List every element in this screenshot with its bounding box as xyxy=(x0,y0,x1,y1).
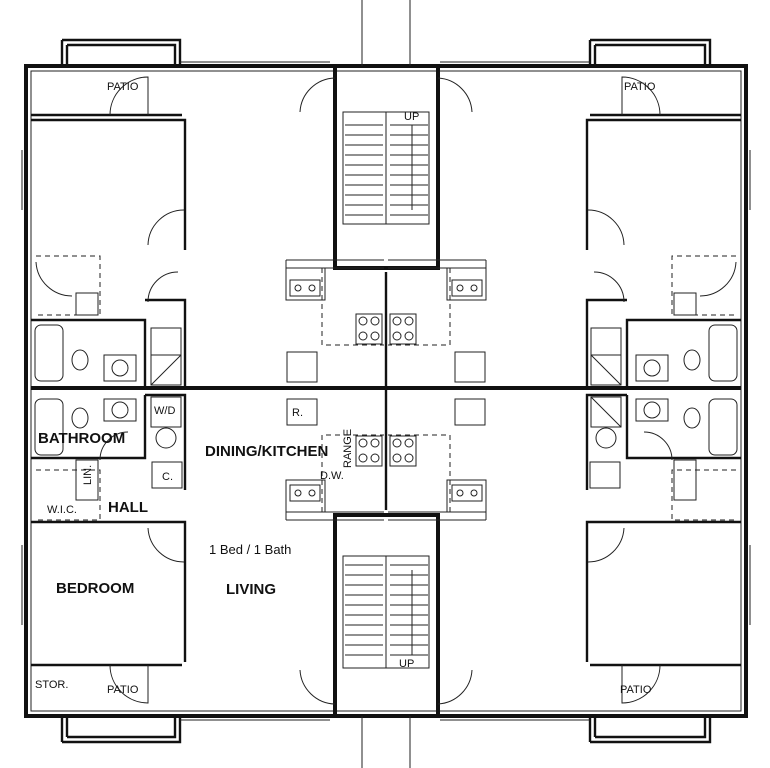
stairwells xyxy=(299,0,473,768)
unit-type-caption: 1 Bed / 1 Bath xyxy=(209,542,291,557)
stair-up-label-top: UP xyxy=(404,111,419,123)
closet-label: C. xyxy=(162,471,173,483)
living-label: LIVING xyxy=(226,581,276,598)
dining-kitchen-label: DINING/KITCHEN xyxy=(205,443,328,460)
storage-label: STOR. xyxy=(35,679,68,691)
exterior-walls xyxy=(24,38,748,744)
dishwasher-label: D.W. xyxy=(320,470,344,482)
refrigerator-label: R. xyxy=(292,407,303,419)
patio-label-br: PATIO xyxy=(620,684,652,696)
washer-dryer-label: W/D xyxy=(154,405,175,417)
linen-label: LIN. xyxy=(82,465,94,485)
patio-label-bl: PATIO xyxy=(107,684,139,696)
range-label: RANGE xyxy=(342,429,354,468)
kitchens xyxy=(285,259,487,521)
patios xyxy=(31,76,741,704)
bedroom-label: BEDROOM xyxy=(56,580,134,597)
room-labels: PATIO PATIO PATIO PATIO UP UP BATHROOM D… xyxy=(35,81,656,696)
stair-up-label-bottom: UP xyxy=(399,658,414,670)
walk-in-closet-label: W.I.C. xyxy=(47,504,77,516)
windows xyxy=(21,61,751,721)
party-walls xyxy=(31,272,741,510)
closets-and-baths xyxy=(31,255,741,521)
patio-label-tr: PATIO xyxy=(624,81,656,93)
patio-label-tl: PATIO xyxy=(107,81,139,93)
hall-label: HALL xyxy=(108,499,148,516)
bedrooms xyxy=(31,118,741,662)
bathroom-label: BATHROOM xyxy=(38,430,125,447)
